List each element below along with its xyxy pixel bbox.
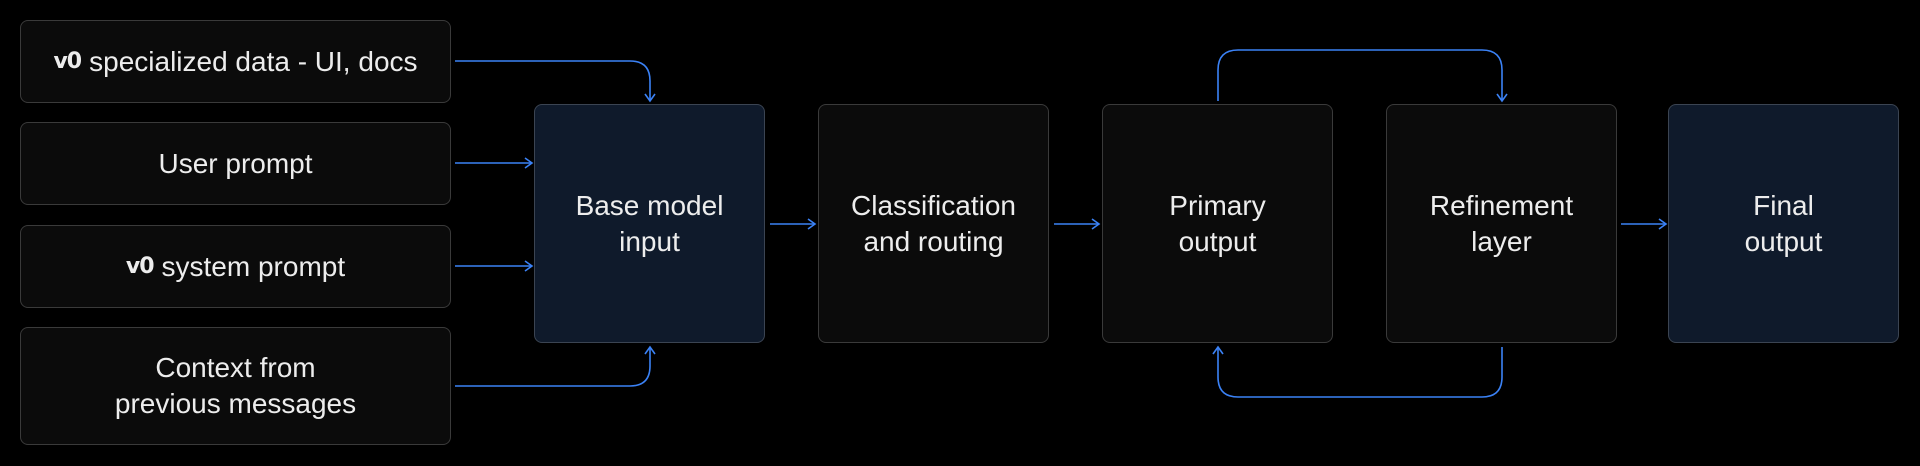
input-context-previous-messages: Context from previous messages — [20, 327, 451, 445]
stage-refinement-layer: Refinement layer — [1386, 104, 1617, 343]
stage-primary-label: Primary output — [1169, 189, 1266, 257]
input-user-prompt-label: User prompt — [158, 147, 313, 179]
stage-primary-output: Primary output — [1102, 104, 1333, 343]
input-system-prompt-label: system prompt — [161, 250, 346, 282]
stage-classification-routing: Classification and routing — [818, 104, 1049, 343]
input-user-prompt: User prompt — [20, 122, 451, 205]
input-specialized-data-label: specialized data - UI, docs — [89, 45, 418, 77]
arrow-specialized-to-base — [455, 60, 656, 103]
v0-logo: v0 — [53, 48, 82, 74]
input-context-label: Context from previous messages — [114, 352, 357, 419]
stage-refinement-label: Refinement layer — [1429, 189, 1574, 257]
input-system-prompt: v0 system prompt — [20, 225, 451, 308]
stage-final-label: Final output — [1744, 189, 1823, 257]
input-specialized-data: v0 specialized data - UI, docs — [20, 20, 451, 103]
stage-base-label: Base model input — [575, 189, 724, 257]
stage-classification-label: Classification and routing — [851, 189, 1016, 257]
arrow-refinement-to-primary-bottom — [1212, 345, 1503, 398]
arrow-primary-to-refinement-top — [1217, 49, 1508, 103]
v0-logo: v0 — [125, 253, 155, 279]
arrow-context-to-base — [455, 345, 656, 387]
stage-final-output: Final output — [1668, 104, 1899, 343]
stage-base-model-input: Base model input — [534, 104, 765, 343]
